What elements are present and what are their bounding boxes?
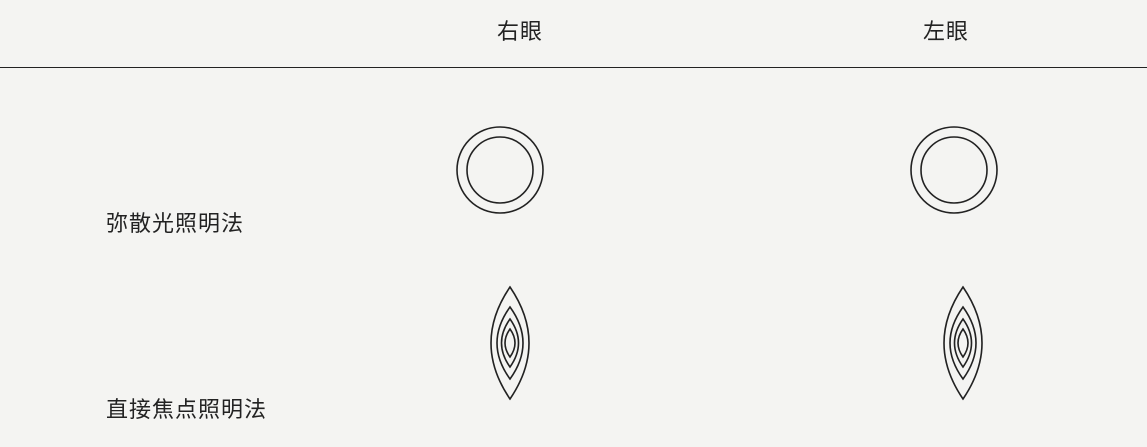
double-ring-icon	[456, 126, 544, 214]
right-eye-direct-focal-figure	[478, 285, 542, 401]
header-divider	[0, 67, 1147, 68]
left-eye-diffuse-figure	[909, 125, 999, 215]
row-label-direct-focal-illumination: 直接焦点照明法	[106, 398, 268, 423]
right-eye-diffuse-figure	[455, 125, 545, 215]
row-label-diffuse-illumination: 弥散光照明法	[106, 212, 245, 237]
column-header-right-eye: 右眼	[496, 20, 544, 45]
column-header-left-eye: 左眼	[922, 20, 970, 45]
nested-lens-icon	[490, 285, 530, 401]
left-eye-direct-focal-figure	[931, 285, 995, 401]
double-ring-icon	[910, 126, 998, 214]
nested-lens-icon	[943, 285, 983, 401]
